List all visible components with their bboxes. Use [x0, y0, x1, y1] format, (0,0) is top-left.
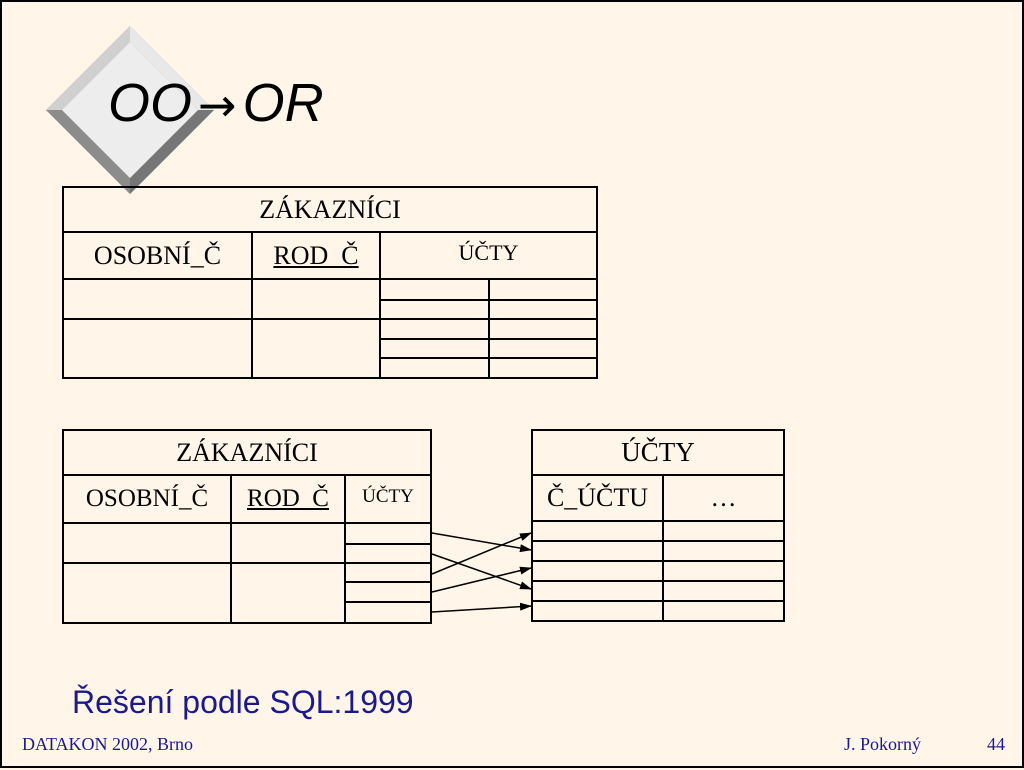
top-col-osobni: OSOBNÍ_Č: [93, 240, 222, 270]
footer-author: J. Pokorný: [844, 734, 922, 754]
reference-arrows: [431, 532, 532, 613]
top-col-rod: ROD_Č: [273, 240, 359, 270]
top-col-ucty: ÚČTY: [458, 240, 519, 265]
footer-page-number: 44: [987, 734, 1005, 754]
slide-title: OO→OR: [108, 76, 324, 130]
title-arrow: →: [198, 78, 237, 132]
bottom-right-table-header: ÚČTY: [621, 437, 695, 467]
slide-subtitle: Řešení podle SQL:1999: [72, 684, 414, 720]
bottom-left-col-ucty: ÚČTY: [362, 486, 414, 507]
title-left: OO: [108, 73, 193, 133]
top-table-header: ZÁKAZNÍCI: [259, 194, 401, 224]
bottom-right-col-ellipsis: …: [710, 483, 737, 512]
bottom-left-col-rod: ROD_Č: [247, 485, 329, 512]
bottom-left-table-header: ZÁKAZNÍCI: [176, 437, 318, 467]
footer-event: DATAKON 2002, Brno: [22, 734, 194, 754]
bottom-left-col-osobni: OSOBNÍ_Č: [85, 485, 209, 512]
title-right: OR: [242, 73, 324, 133]
bottom-right-col-cislo: Č_ÚČTU: [546, 483, 649, 512]
